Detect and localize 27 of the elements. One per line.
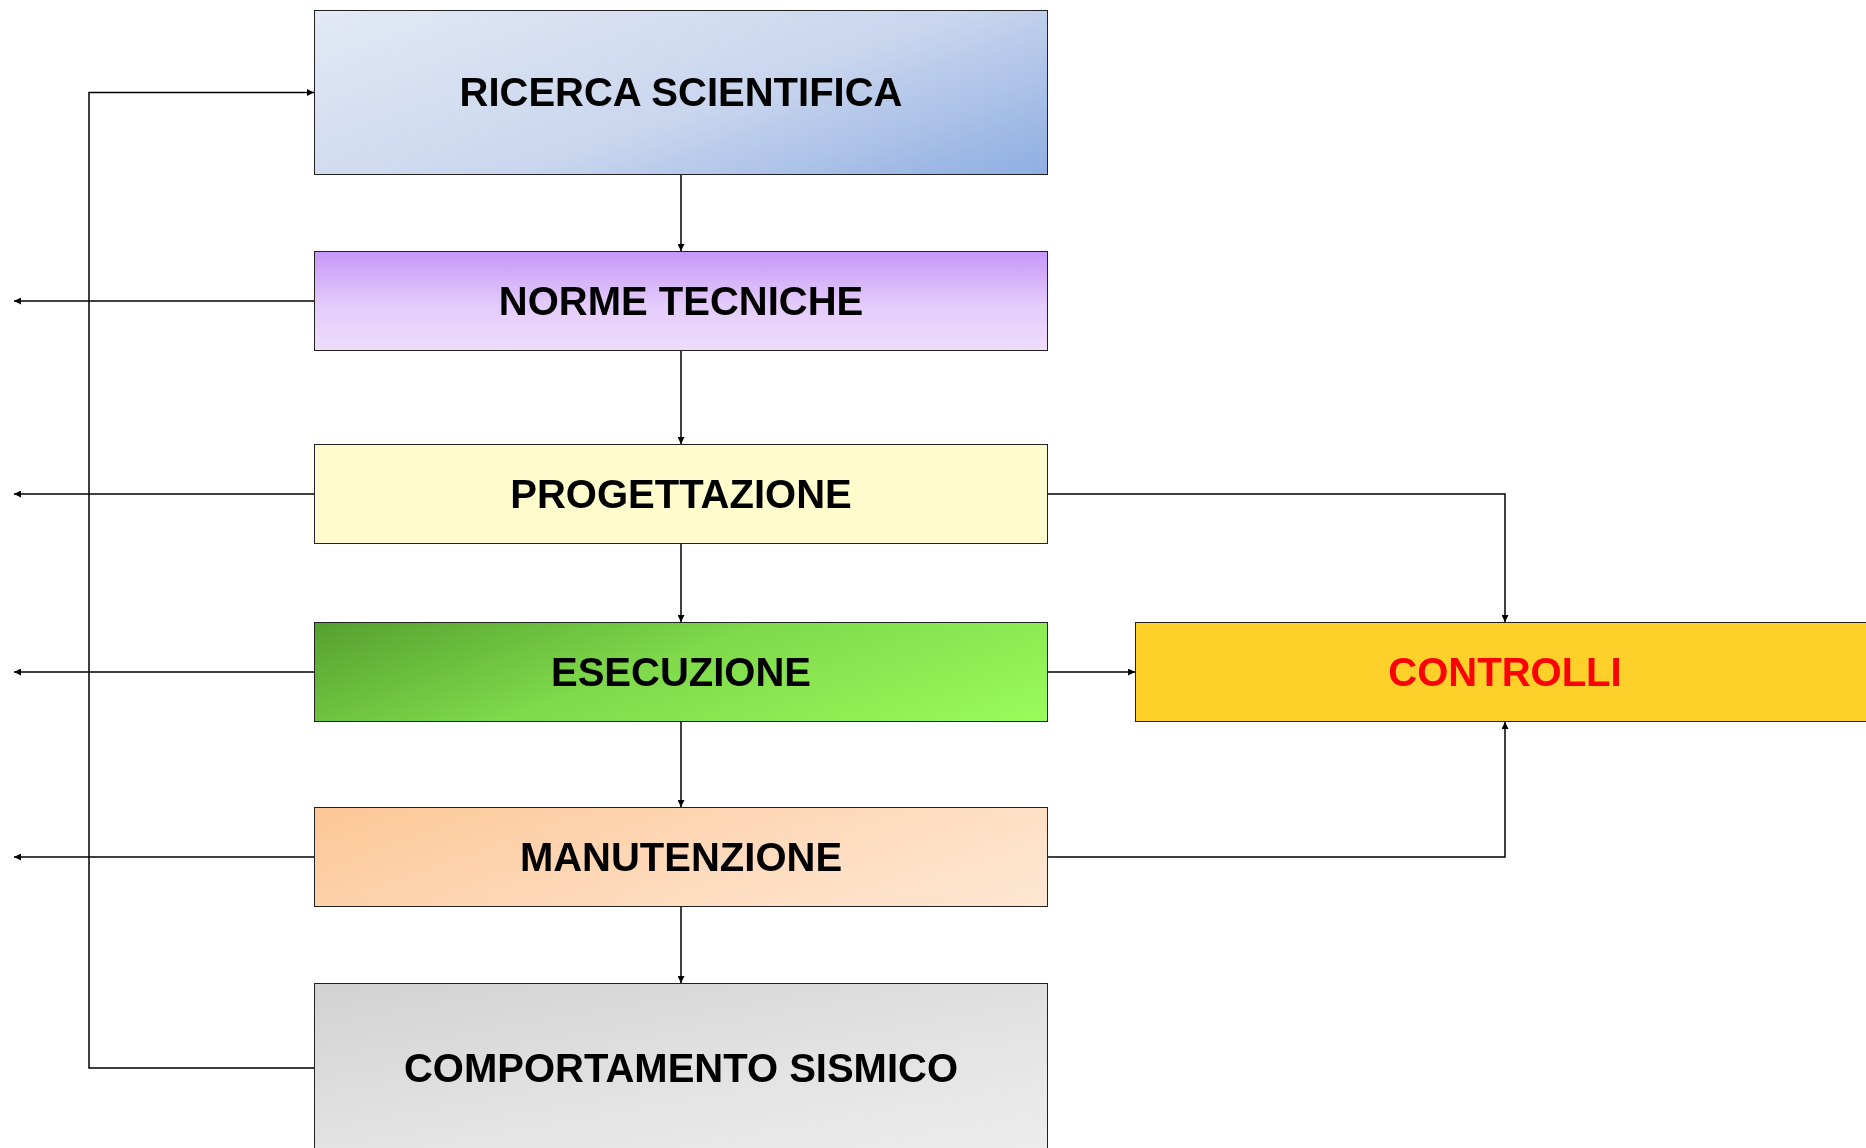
arrow [13,668,315,676]
arrow [13,490,315,498]
process-box [314,444,1048,544]
box-label: COMPORTAMENTO SISMICO [403,1045,959,1091]
arrow [677,350,685,445]
arrow [13,853,315,861]
arrow [677,543,685,623]
arrow [677,174,685,252]
arrow [1047,493,1509,623]
process-box [314,983,1048,1148]
process-box [314,10,1048,175]
box-label: PROGETTAZIONE [510,471,852,517]
box-label: CONTROLLI [1388,649,1622,695]
arrow [1047,721,1509,858]
arrow [88,89,315,1069]
box-label: MANUTENZIONE [519,834,843,880]
arrow [1047,668,1136,676]
box-label: NORME TECNICHE [498,278,864,324]
box-label: ESECUZIONE [550,649,811,695]
arrow [677,906,685,984]
process-box [314,251,1048,351]
process-box [1135,622,1866,722]
box-label: RICERCA SCIENTIFICA [459,70,903,115]
process-box [314,622,1048,722]
arrow [13,297,315,305]
arrow [677,721,685,808]
process-box [314,807,1048,907]
